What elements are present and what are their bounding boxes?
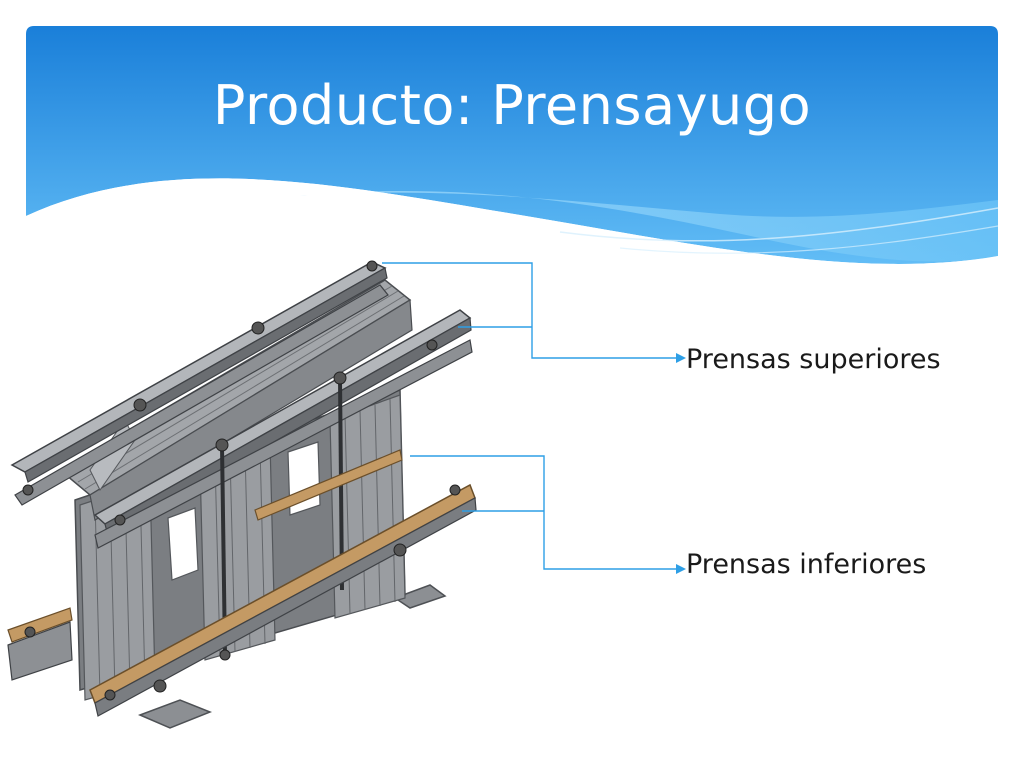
label-prensas-superiores: Prensas superiores bbox=[686, 344, 941, 375]
upper-connector-line bbox=[382, 262, 676, 359]
lower-connector-line bbox=[410, 455, 676, 570]
upper-arrow-head bbox=[676, 353, 686, 363]
label-prensas-inferiores: Prensas inferiores bbox=[686, 549, 927, 580]
header-banner bbox=[26, 26, 999, 273]
slide-title: Producto: Prensayugo bbox=[212, 74, 812, 137]
lower-arrow-head bbox=[676, 564, 686, 574]
